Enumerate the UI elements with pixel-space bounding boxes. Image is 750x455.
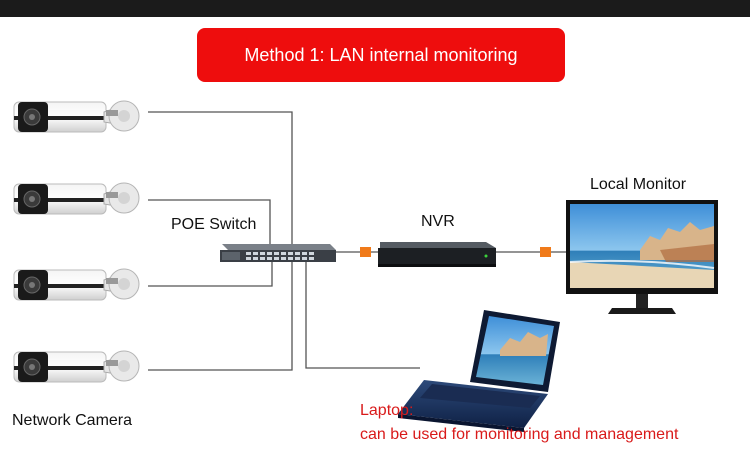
network-camera-3 <box>13 268 140 301</box>
nvr-device <box>378 242 496 267</box>
laptop-description: can be used for monitoring and managemen… <box>360 426 679 443</box>
cable-camera-2 <box>148 199 271 248</box>
cables <box>148 111 568 371</box>
network-camera-2 <box>13 182 140 215</box>
method-title-badge: Method 1: LAN internal monitoring <box>197 28 565 82</box>
cable-camera-3 <box>148 262 273 287</box>
connector-switch-nvr <box>360 247 371 257</box>
method-title: Method 1: LAN internal monitoring <box>244 44 518 65</box>
local-monitor <box>566 200 718 314</box>
connector-nvr-monitor <box>540 247 551 257</box>
cable-camera-1 <box>148 111 293 248</box>
network-camera-4 <box>13 350 140 383</box>
local-monitor-label: Local Monitor <box>590 176 687 193</box>
network-camera-1 <box>13 100 140 133</box>
network-camera-label: Network Camera <box>12 412 133 429</box>
cable-laptop <box>305 262 420 369</box>
poe-switch <box>220 244 336 262</box>
laptop-title: Laptop: <box>360 402 414 419</box>
cable-camera-4 <box>148 262 293 371</box>
poe-switch-label: POE Switch <box>171 216 257 233</box>
nvr-label: NVR <box>421 213 455 230</box>
laptop <box>398 310 560 432</box>
top-bar <box>0 0 750 17</box>
